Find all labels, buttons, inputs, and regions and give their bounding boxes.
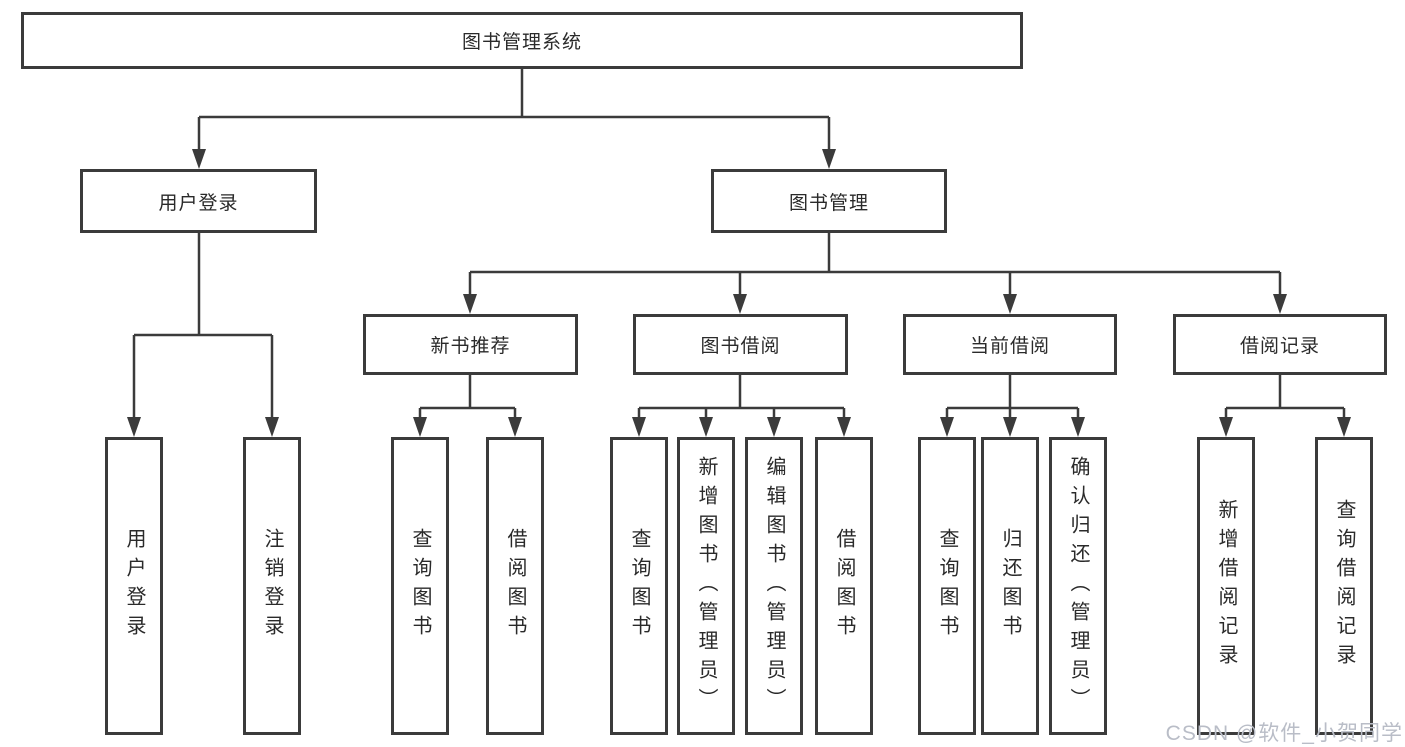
leaf-return-books: 归还图书 <box>981 437 1039 735</box>
leaf-borrow-books-borrowing: 借阅图书 <box>815 437 873 735</box>
node-borrowing-records: 借阅记录 <box>1173 314 1387 375</box>
leaf-borrow-books-recommend-label: 借阅图书 <box>504 528 526 644</box>
leaf-query-books-current: 查询图书 <box>918 437 976 735</box>
leaf-add-book-admin-label: 新增图书（管理员） <box>695 455 717 717</box>
leaf-query-books-borrowing: 查询图书 <box>610 437 668 735</box>
node-current-borrowing: 当前借阅 <box>903 314 1117 375</box>
leaf-logout-label: 注销登录 <box>261 528 283 644</box>
node-user-login: 用户登录 <box>80 169 317 233</box>
node-new-book-recommendation: 新书推荐 <box>363 314 578 375</box>
leaf-query-borrow-record: 查询借阅记录 <box>1315 437 1373 735</box>
leaf-query-borrow-record-label: 查询借阅记录 <box>1333 499 1355 673</box>
csdn-watermark: CSDN @软件_小贺同学 <box>1165 722 1403 745</box>
leaf-query-books-current-label: 查询图书 <box>936 528 958 644</box>
leaf-query-books-recommend: 查询图书 <box>391 437 449 735</box>
node-book-borrowing: 图书借阅 <box>633 314 848 375</box>
leaf-logout: 注销登录 <box>243 437 301 735</box>
leaf-return-books-label: 归还图书 <box>999 528 1021 644</box>
leaf-add-borrow-record: 新增借阅记录 <box>1197 437 1255 735</box>
leaf-borrow-books-recommend: 借阅图书 <box>486 437 544 735</box>
leaf-user-login: 用户登录 <box>105 437 163 735</box>
leaf-confirm-return-admin: 确认归还（管理员） <box>1049 437 1107 735</box>
leaf-user-login-label: 用户登录 <box>123 528 145 644</box>
node-book-management: 图书管理 <box>711 169 947 233</box>
leaf-query-books-recommend-label: 查询图书 <box>409 528 431 644</box>
node-library-management-system: 图书管理系统 <box>21 12 1023 69</box>
leaf-query-books-borrowing-label: 查询图书 <box>628 528 650 644</box>
leaf-edit-book-admin: 编辑图书（管理员） <box>745 437 803 735</box>
leaf-add-borrow-record-label: 新增借阅记录 <box>1215 499 1237 673</box>
leaf-add-book-admin: 新增图书（管理员） <box>677 437 735 735</box>
leaf-borrow-books-borrowing-label: 借阅图书 <box>833 528 855 644</box>
leaf-confirm-return-admin-label: 确认归还（管理员） <box>1067 455 1089 717</box>
leaf-edit-book-admin-label: 编辑图书（管理员） <box>763 455 785 717</box>
